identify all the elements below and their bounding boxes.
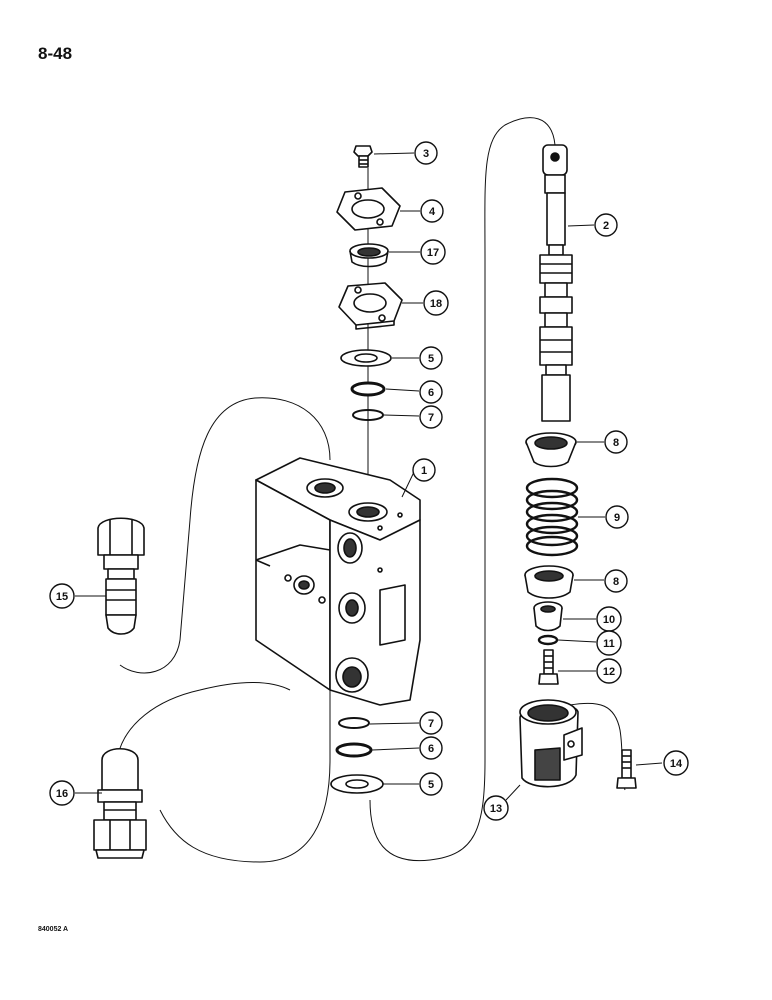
callout-label-15: 15 [56, 591, 68, 603]
callout-12 [596, 658, 622, 684]
callouts [49, 141, 689, 821]
callout-5-top [419, 346, 443, 370]
callout-label-4: 4 [429, 206, 436, 218]
callout-label-10: 10 [603, 614, 615, 626]
callout-label-13: 13 [490, 803, 502, 815]
callout-label-5-bottom: 5 [428, 779, 434, 791]
seal-part-17 [349, 243, 389, 268]
flange-part-4 [336, 187, 401, 231]
callout-label-12: 12 [603, 666, 615, 678]
callout-14 [663, 750, 689, 776]
callout-2 [594, 213, 618, 237]
callout-label-9: 9 [614, 512, 620, 524]
callout-label-11: 11 [603, 638, 615, 650]
leader-lines [75, 152, 663, 801]
spring-part-9 [525, 477, 579, 557]
spring-seat-part-8-bottom [524, 565, 574, 599]
callout-15 [49, 583, 75, 609]
callout-5-bottom [419, 772, 443, 796]
callout-3 [414, 141, 438, 165]
callout-4 [420, 199, 444, 223]
callout-11 [596, 630, 622, 656]
callout-13 [483, 795, 509, 821]
spring-seat-part-8-top [525, 432, 577, 468]
oring-part-7-bottom [338, 717, 370, 729]
callout-label-6-bottom: 6 [428, 743, 434, 755]
valve-body-part-1 [255, 457, 421, 706]
callout-label-8-top: 8 [613, 437, 619, 449]
washer-part-5-top [340, 349, 392, 367]
callout-17 [420, 239, 446, 265]
screw-part-3 [353, 145, 373, 168]
page-number: 8-48 [38, 44, 73, 63]
bushing-part-10 [533, 601, 563, 632]
oring-part-7-top [352, 409, 384, 421]
callout-label-7-top: 7 [428, 412, 434, 424]
callout-8-bottom [604, 569, 628, 593]
ring-part-6-bottom [335, 742, 373, 758]
plug-part-16 [93, 748, 147, 859]
washer-part-5-bottom [330, 774, 384, 794]
flange-part-18 [338, 282, 403, 330]
callout-8-top [604, 430, 628, 454]
callout-7-top [419, 405, 443, 429]
spool-part-2 [539, 144, 573, 422]
callout-label-2: 2 [603, 220, 609, 232]
cap-part-13 [519, 699, 583, 788]
screw-part-14 [616, 749, 637, 789]
callout-label-17: 17 [427, 247, 439, 259]
callout-label-1: 1 [421, 465, 427, 477]
callout-6-bottom [419, 736, 443, 760]
callout-label-18: 18 [430, 298, 442, 310]
callout-18 [423, 290, 449, 316]
callout-label-8-bottom: 8 [613, 576, 619, 588]
bolt-part-12 [538, 649, 559, 685]
callout-label-16: 16 [56, 788, 68, 800]
callout-16 [49, 780, 75, 806]
callout-label-6-top: 6 [428, 387, 434, 399]
callout-6-top [419, 380, 443, 404]
drawing-code: 840052 A [38, 926, 69, 933]
callout-label-7-bottom: 7 [428, 718, 434, 730]
ring-part-6-top [350, 381, 386, 397]
callout-7-bottom [419, 711, 443, 735]
cartridge-part-15 [97, 517, 145, 635]
callout-9 [605, 505, 629, 529]
callout-1 [412, 458, 436, 482]
callout-label-14: 14 [670, 758, 683, 770]
callout-label-5-top: 5 [428, 353, 434, 365]
callout-label-3: 3 [423, 148, 429, 160]
washer-part-11 [537, 634, 559, 646]
